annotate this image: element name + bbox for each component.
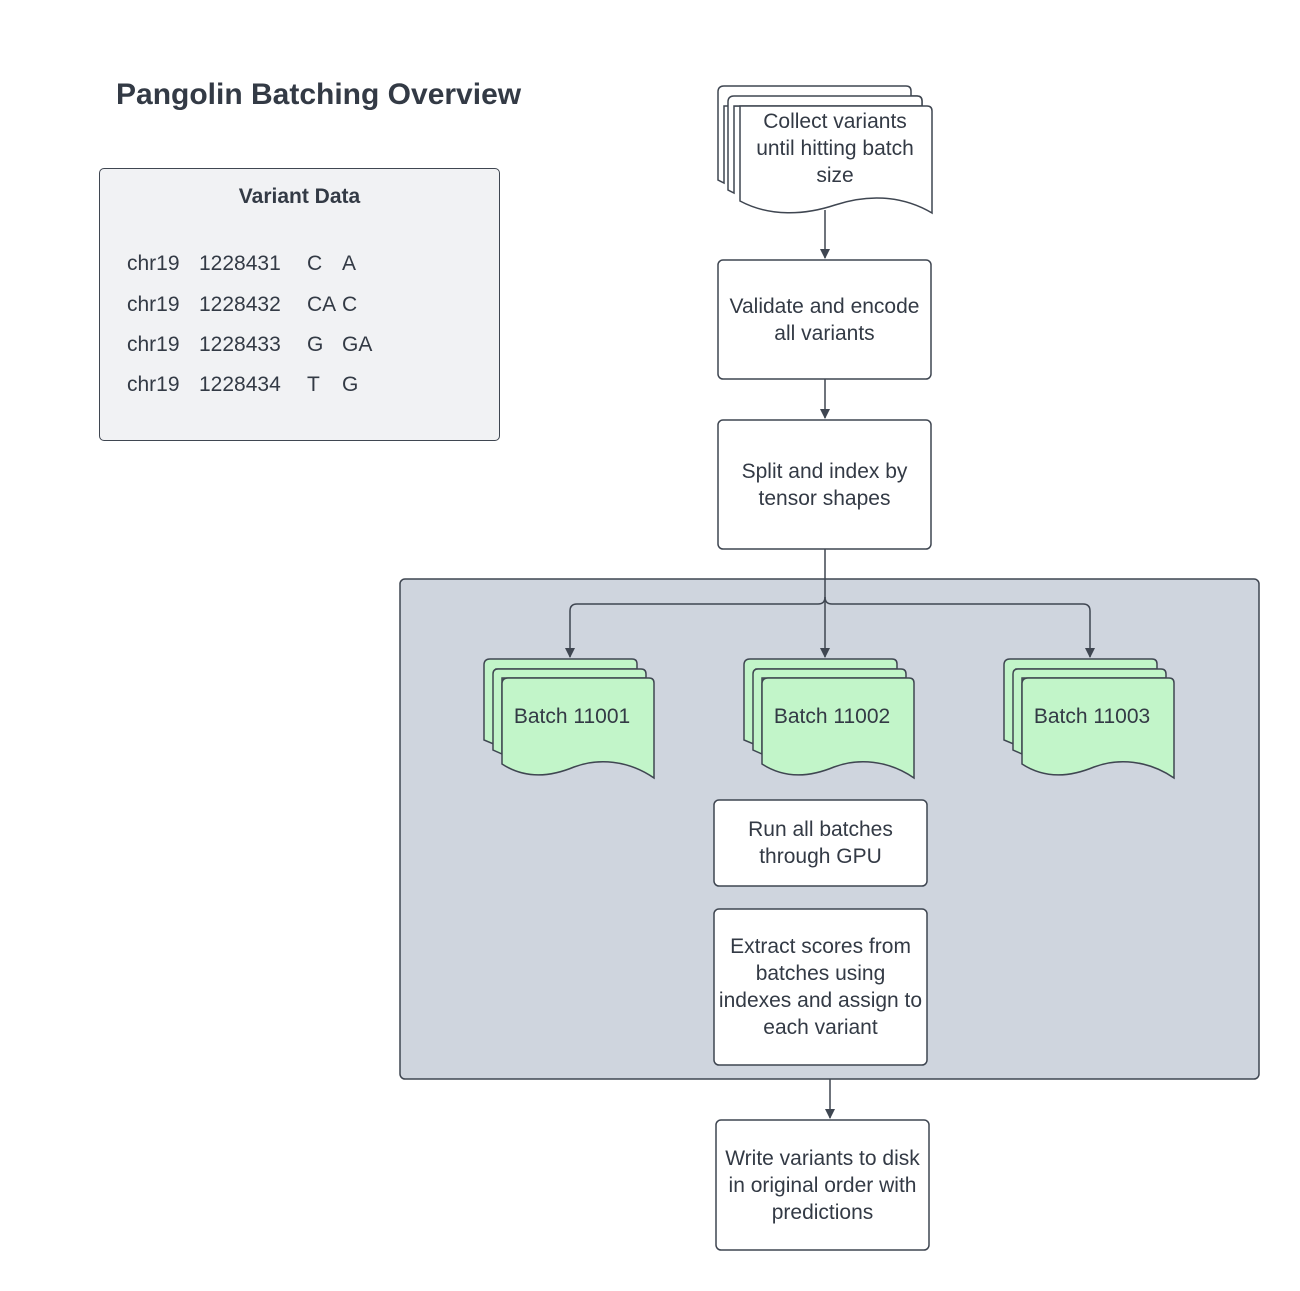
arrow-split-to-batch-11001 [565, 596, 826, 658]
run-box-shape [713, 799, 928, 887]
step-validate-label: Validate and encode all variants [729, 294, 920, 345]
diagram-title: Pangolin Batching Overview [116, 78, 522, 111]
batch-label: Batch 11001 [513, 704, 631, 728]
variant-chrom: chr19 [127, 373, 180, 396]
variant-chrom: chr19 [127, 333, 180, 356]
variant-data-panel [99, 168, 500, 441]
variant-alt: GA [342, 333, 373, 356]
write-box-shape [715, 1119, 930, 1251]
variant-ref: C [307, 252, 323, 275]
step-split-label: Split and index by tensor shapes [741, 459, 908, 510]
batch-11002-shape [743, 658, 915, 780]
step-collect-label: Collect variants until hitting batch siz… [756, 109, 914, 187]
variant-alt: G [342, 373, 359, 396]
step-run-label: Run all batches through GPU [748, 818, 893, 868]
variant-pos: 1228432 [199, 293, 281, 316]
variant-chrom: chr19 [127, 293, 180, 316]
extract-box-shape [713, 908, 928, 1066]
variant-alt: C [342, 293, 358, 316]
batch-11001-shape [483, 658, 655, 780]
variant-ref: T [307, 373, 320, 396]
variant-data-title: Variant Data [238, 185, 361, 208]
variant-alt: A [342, 252, 357, 275]
variant-pos: 1228431 [199, 252, 281, 275]
variant-ref: CA [307, 293, 337, 316]
batch-label: Batch 11002 [773, 704, 891, 728]
step-write-label: Write variants to disk in original order… [725, 1146, 920, 1224]
variant-chrom: chr19 [127, 252, 180, 275]
batch-label: Batch 11003 [1033, 704, 1151, 728]
batch-11003-shape [1003, 658, 1175, 780]
variant-pos: 1228434 [199, 373, 281, 396]
collect-variants-shape [717, 85, 933, 215]
arrow-split-to-batch-11003 [824, 596, 1095, 658]
variant-pos: 1228433 [199, 333, 281, 356]
step-extract-label: Extract scores from batches using indexe… [718, 935, 923, 1039]
variant-ref: G [307, 333, 324, 356]
